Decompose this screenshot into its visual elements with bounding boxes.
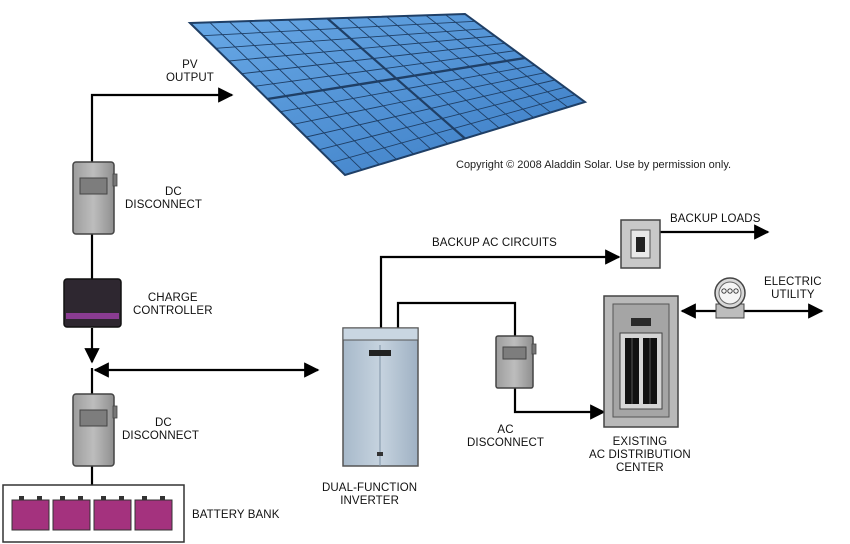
dc-disconnect-top-label-line1: DC — [165, 186, 182, 198]
ac-distribution-label-line2: AC DISTRIBUTION — [589, 449, 691, 461]
charge-controller — [63, 278, 122, 328]
backup-loads-panel — [620, 219, 661, 269]
battery-cell — [52, 496, 91, 531]
electric-utility-label-line2: UTILITY — [771, 289, 815, 301]
copyright-notice: Copyright © 2008 Aladdin Solar. Use by p… — [456, 159, 732, 171]
pv-output-label-line1: PV — [182, 59, 198, 71]
dc-disconnect-top-label-line2: DISCONNECT — [125, 199, 203, 211]
battery-cell — [93, 496, 132, 531]
pv-output-label: PV OUTPUT — [166, 59, 214, 85]
backup-loads-label: BACKUP LOADS — [670, 213, 761, 225]
dc-disconnect-bottom-label: DC DISCONNECT — [122, 417, 199, 443]
pv-output-label-line2: OUTPUT — [166, 72, 214, 84]
backup-ac-circuits-label: BACKUP AC CIRCUITS — [432, 237, 557, 249]
dc-disconnect-bottom-label-line1: DC — [155, 417, 172, 429]
charge-controller-label-line2: CONTROLLER — [133, 305, 213, 317]
panel-grid-lines — [202, 14, 576, 171]
charge-controller-label-line1: CHARGE — [147, 292, 198, 304]
ac-disconnect-label-line1: AC — [497, 424, 514, 436]
inverter-ac-disconnect-wire — [396, 301, 517, 336]
dc-disconnect-top-label: DC DISCONNECT — [125, 186, 202, 212]
electric-utility-label-line1: ELECTRIC — [764, 276, 822, 288]
ac-disconnect-distribution-wire — [513, 388, 606, 420]
battery-cell — [134, 496, 173, 531]
dc-disconnect-bottom-label-line2: DISCONNECT — [122, 430, 200, 442]
ac-distribution-label: EXISTING AC DISTRIBUTION CENTER — [589, 436, 691, 475]
dual-function-inverter — [342, 327, 419, 467]
ac-distribution-center — [603, 295, 679, 428]
inverter-label: DUAL-FUNCTION INVERTER — [322, 482, 417, 508]
ac-distribution-label-line1: EXISTING — [612, 436, 668, 448]
ac-distribution-label-line3: CENTER — [615, 462, 664, 474]
wiring — [84, 87, 824, 485]
ac-disconnect-label-line2: DISCONNECT — [467, 437, 545, 449]
battery-bank — [2, 484, 185, 543]
backup-ac-wire — [379, 249, 621, 328]
battery-bank-label: BATTERY BANK — [192, 509, 280, 521]
inverter-label-line2: INVERTER — [340, 495, 399, 507]
battery-cell — [11, 496, 50, 531]
electric-utility-label: ELECTRIC UTILITY — [764, 276, 822, 302]
solar-panel-array — [187, 12, 588, 177]
pv-output-wire — [90, 87, 234, 165]
dc-disconnect-bottom — [72, 393, 118, 467]
ac-disconnect — [495, 335, 537, 389]
ac-disconnect-label: AC DISCONNECT — [467, 424, 544, 450]
electric-meter-icon — [714, 277, 746, 319]
inverter-label-line1: DUAL-FUNCTION — [322, 482, 418, 494]
dc-disconnect-top — [72, 161, 118, 235]
charge-controller-label: CHARGE CONTROLLER — [133, 292, 213, 318]
